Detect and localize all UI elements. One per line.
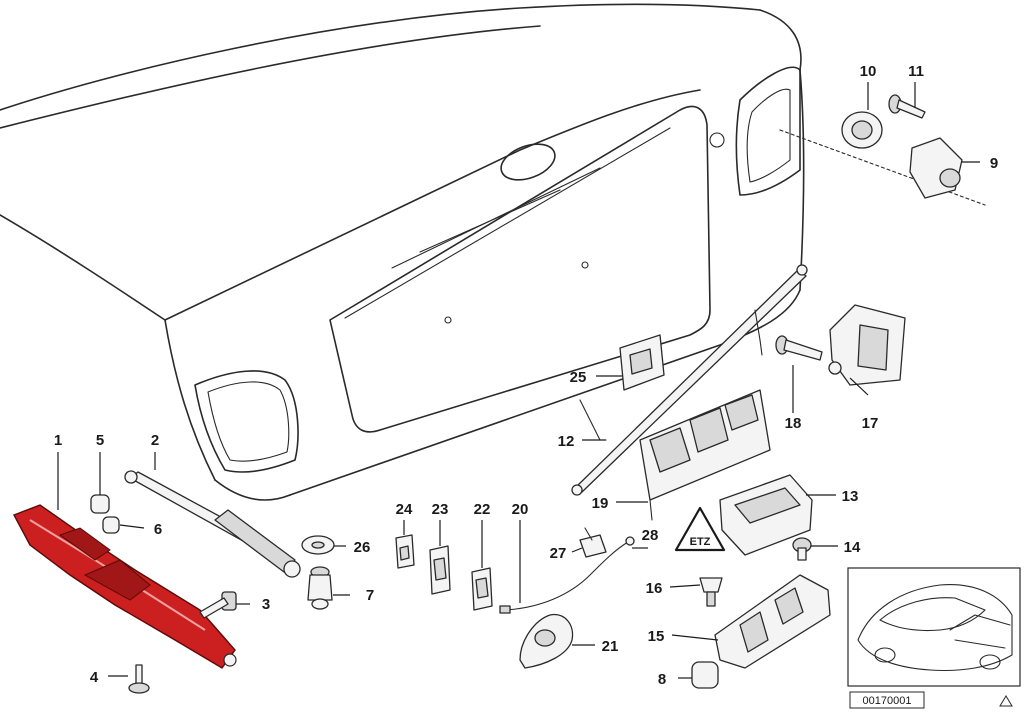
rod-part-12 xyxy=(571,264,808,496)
callout-4: 4 xyxy=(90,669,99,686)
lock-cylinder-part-9 xyxy=(909,137,963,199)
screw-part-11 xyxy=(888,94,926,119)
callout-8: 8 xyxy=(658,671,666,688)
small-triangle-icon xyxy=(999,695,1013,707)
bushing-part-6 xyxy=(102,516,120,534)
handle-part-21 xyxy=(519,613,574,669)
callout-9: 9 xyxy=(990,155,998,172)
connector-part-27 xyxy=(579,527,607,558)
holder-part-15 xyxy=(714,574,831,669)
lock-part-17 xyxy=(828,304,906,386)
callout-20: 20 xyxy=(512,501,529,518)
callout-17: 17 xyxy=(862,415,879,432)
callout-18: 18 xyxy=(785,415,802,432)
grommet-part-26 xyxy=(301,535,335,555)
callout-27: 27 xyxy=(550,545,567,562)
callout-10: 10 xyxy=(860,63,877,80)
callout-26: 26 xyxy=(354,539,371,556)
callout-3: 3 xyxy=(262,596,270,613)
cap-part-8 xyxy=(691,661,719,689)
callout-21: 21 xyxy=(602,638,619,655)
callout-5: 5 xyxy=(96,432,104,449)
bolt-part-18 xyxy=(775,335,823,361)
callout-16: 16 xyxy=(646,580,663,597)
leader-lines xyxy=(57,82,980,679)
svg-text:ETZ: ETZ xyxy=(690,536,711,548)
bushing-part-5 xyxy=(90,494,110,514)
actuator-part-13 xyxy=(719,474,813,556)
callout-13: 13 xyxy=(842,488,859,505)
callout-labels: 1 2 3 4 5 6 7 8 9 10 11 12 13 14 15 16 1… xyxy=(54,63,998,688)
callout-25: 25 xyxy=(570,369,587,386)
callout-22: 22 xyxy=(474,501,491,518)
bracket-part-25 xyxy=(619,334,665,391)
callout-15: 15 xyxy=(648,628,665,645)
ring-part-10 xyxy=(841,111,883,149)
callout-28: 28 xyxy=(642,527,659,544)
reference-code: 00170001 xyxy=(863,695,912,707)
callout-2: 2 xyxy=(151,432,159,449)
lock-housing-part-19 xyxy=(639,389,771,521)
callout-23: 23 xyxy=(432,501,449,518)
callout-7: 7 xyxy=(366,587,374,604)
hinge-assembly xyxy=(13,504,237,669)
triangle-warning-icon: ETZ xyxy=(674,506,726,552)
callout-11: 11 xyxy=(908,63,924,80)
gas-strut-part-2 xyxy=(124,470,301,578)
screw-part-4 xyxy=(128,664,150,694)
locator-inset: 00170001 xyxy=(847,567,1021,709)
callout-14: 14 xyxy=(844,539,861,556)
switch-part-23 xyxy=(429,545,451,595)
car-thumbnail xyxy=(857,584,1013,672)
callout-24: 24 xyxy=(396,501,413,518)
clip-part-24 xyxy=(395,534,415,569)
callout-1: 1 xyxy=(54,432,62,449)
screw-part-14 xyxy=(792,537,812,561)
clip-part-16 xyxy=(699,577,723,607)
callout-12: 12 xyxy=(558,433,575,450)
switch-part-22 xyxy=(471,567,493,611)
bolt-part-3 xyxy=(199,591,237,619)
trunk-lid xyxy=(0,3,986,501)
callout-6: 6 xyxy=(154,521,162,538)
cable-part-20 xyxy=(499,536,635,614)
callout-19: 19 xyxy=(592,495,609,512)
buffer-part-7 xyxy=(307,566,333,610)
